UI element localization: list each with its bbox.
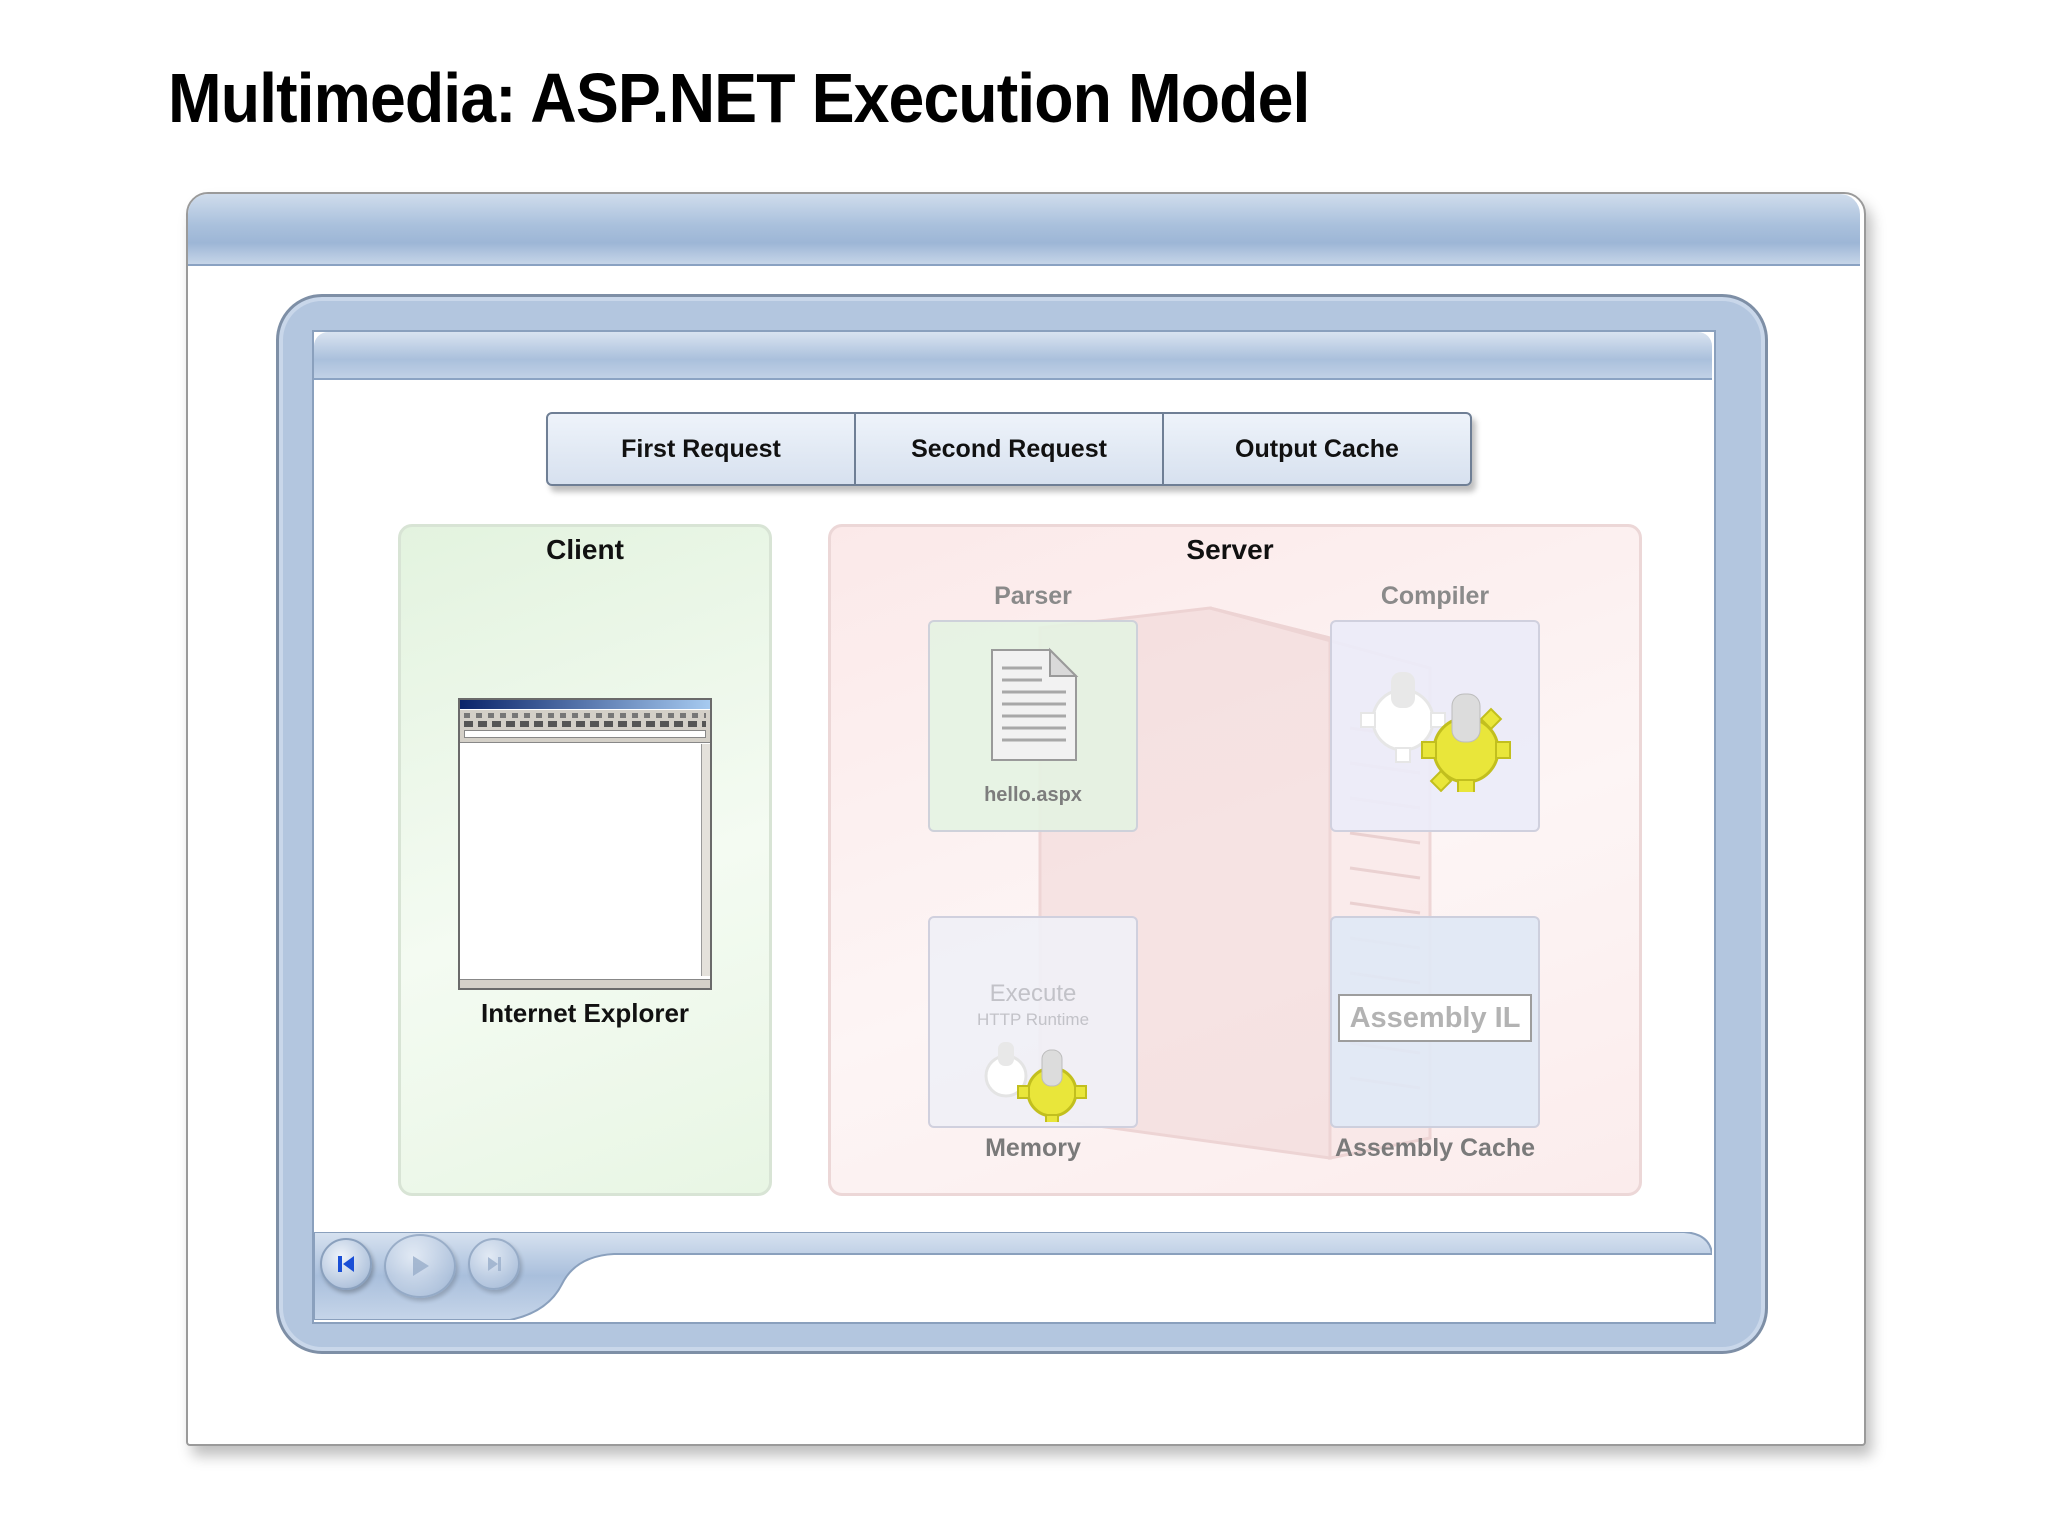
memory-label: Memory — [985, 1134, 1081, 1162]
parser-file-name: hello.aspx — [984, 784, 1082, 806]
server-heading: Server — [1186, 534, 1274, 565]
runtime-gear-icon — [984, 1042, 1087, 1122]
outer-window-titlebar — [188, 194, 1860, 266]
compiler-gear-icon — [1360, 672, 1511, 792]
play-icon — [413, 1256, 429, 1276]
tab-second-request[interactable]: Second Request — [856, 414, 1164, 484]
browser-toolbar — [460, 710, 710, 743]
assembly-il-badge: Assembly IL — [1338, 994, 1532, 1042]
browser-label: Internet Explorer — [480, 998, 690, 1028]
parser-box: hello.aspx — [928, 620, 1138, 832]
client-heading: Client — [546, 534, 624, 565]
browser-status-bar — [460, 979, 710, 988]
browser-titlebar — [460, 700, 710, 709]
browser-window-thumbnail — [458, 698, 712, 990]
play-button[interactable] — [384, 1234, 456, 1298]
next-icon — [488, 1257, 501, 1271]
next-button[interactable] — [468, 1238, 520, 1290]
skip-to-start-icon — [338, 1256, 354, 1272]
tab-bar: First Request Second Request Output Cach… — [546, 412, 1472, 486]
parser-label: Parser — [994, 582, 1072, 610]
assembly-cache-box: Assembly IL — [1330, 916, 1540, 1128]
memory-box: Execute HTTP Runtime — [928, 916, 1138, 1128]
tab-output-cache[interactable]: Output Cache — [1235, 434, 1399, 463]
playback-control-bar — [314, 1232, 1712, 1320]
skip-to-start-button[interactable] — [320, 1238, 372, 1290]
document-icon — [991, 647, 1079, 761]
execute-label: Execute — [989, 980, 1077, 1007]
media-player-titlebar — [314, 332, 1712, 380]
compiler-label: Compiler — [1380, 582, 1490, 610]
slide-title: Multimedia: ASP.NET Execution Model — [168, 59, 1310, 137]
compiler-box — [1330, 620, 1540, 832]
tab-first-request[interactable]: First Request — [548, 414, 856, 484]
assembly-cache-label: Assembly Cache — [1334, 1134, 1536, 1162]
http-runtime-label: HTTP Runtime — [976, 1010, 1090, 1029]
browser-scrollbar — [701, 744, 710, 976]
